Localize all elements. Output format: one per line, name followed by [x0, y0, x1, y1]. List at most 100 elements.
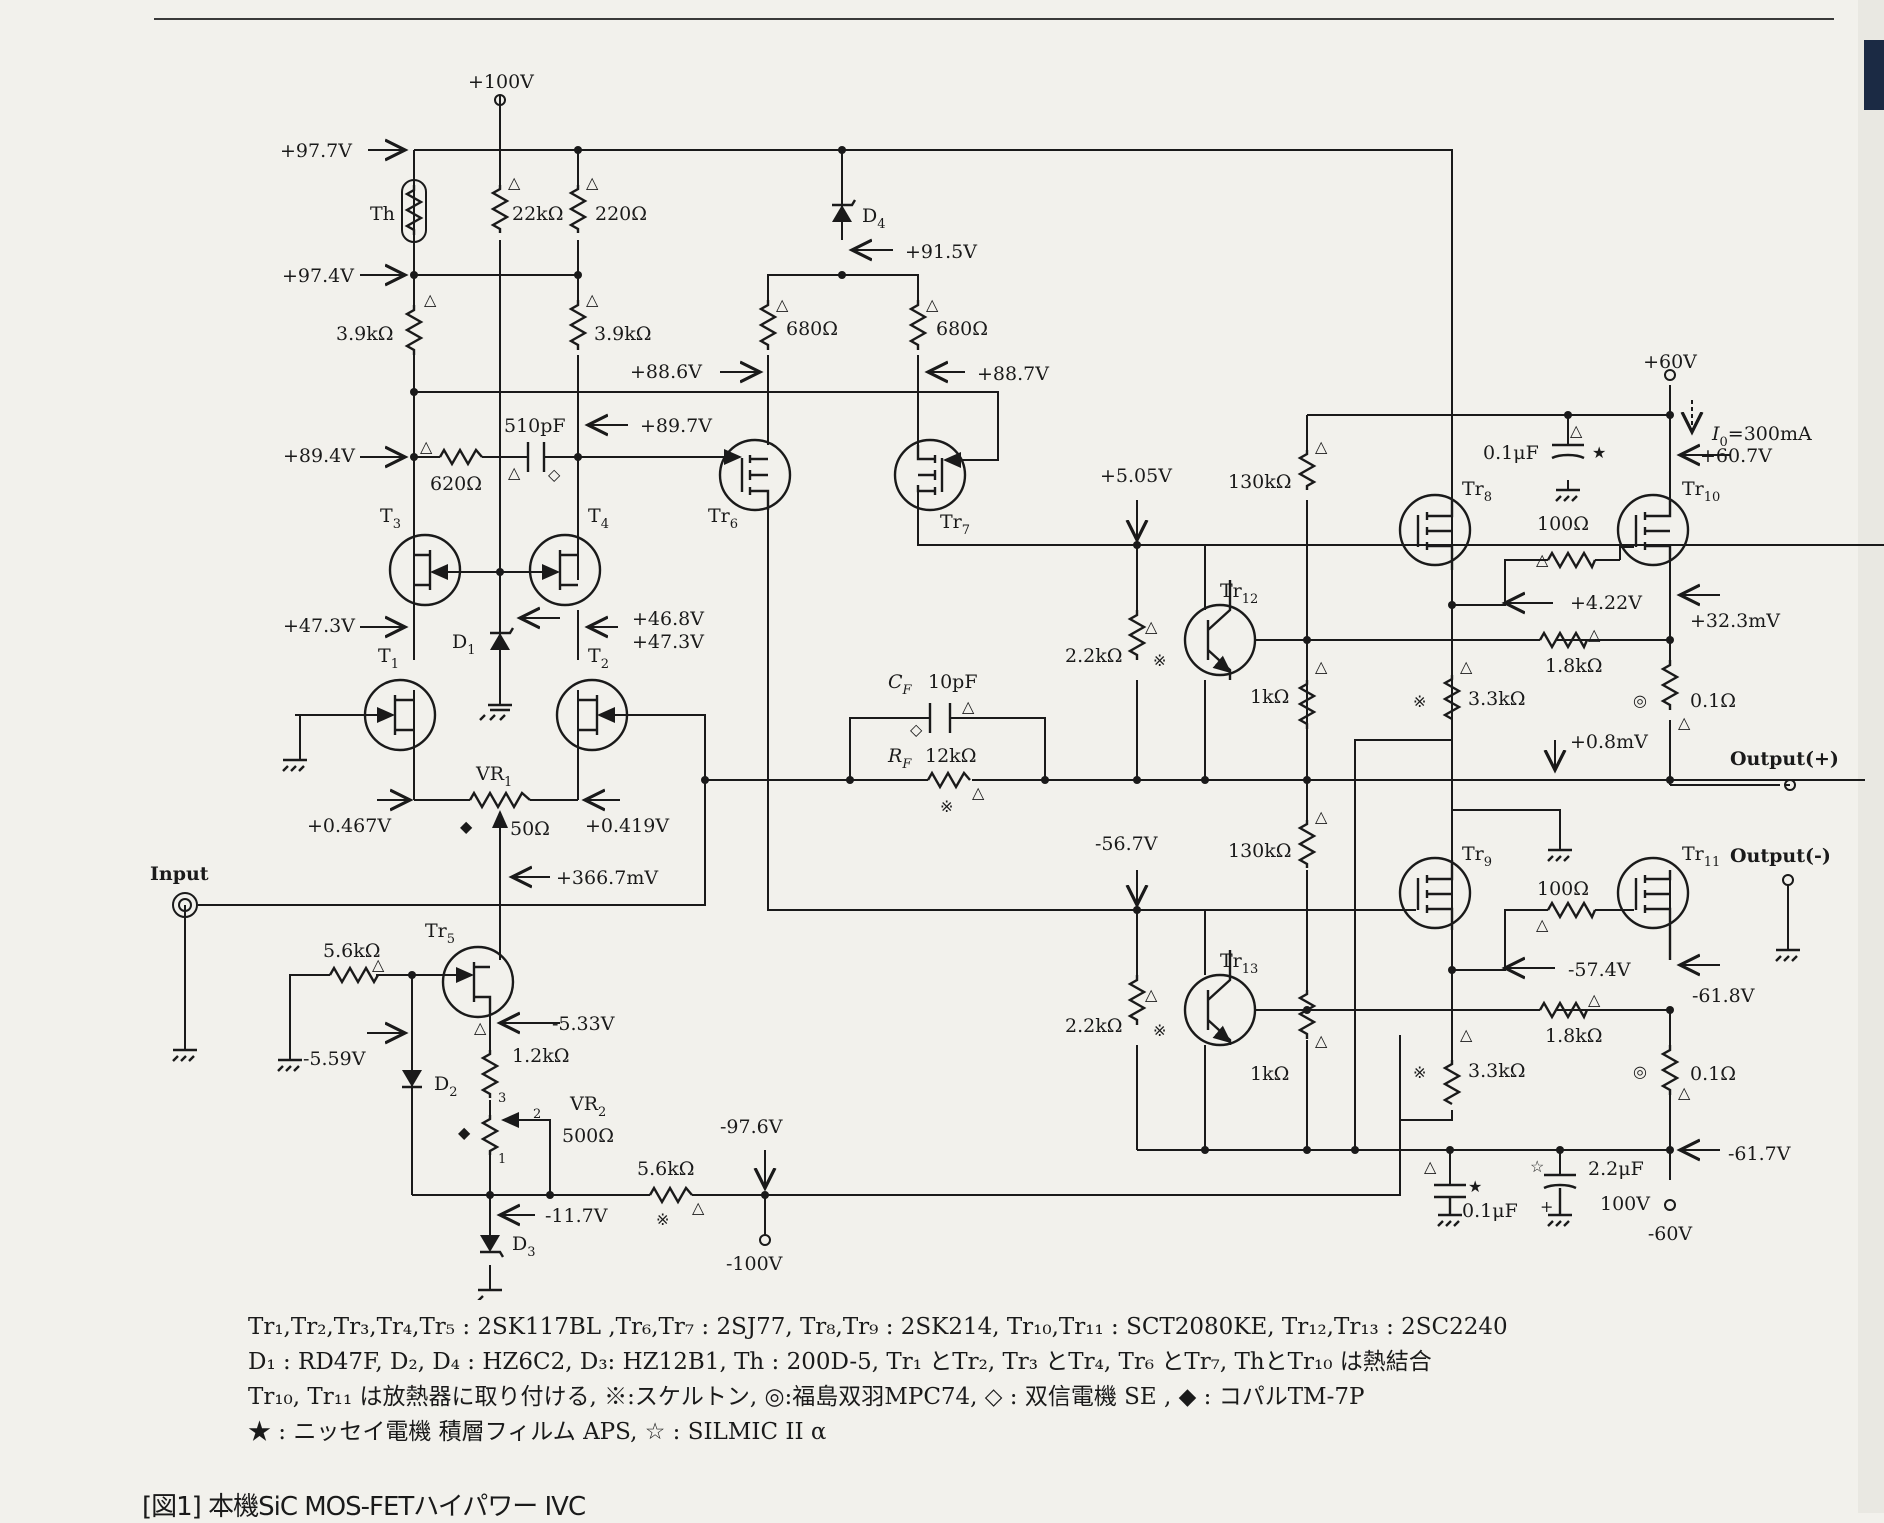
label-2u2: 2.2μF: [1588, 1158, 1644, 1180]
mark-tri: △: [424, 290, 437, 309]
mark-tri: △: [926, 295, 939, 314]
junction-dots: [408, 146, 1674, 1199]
label-vr1: VR1: [475, 763, 512, 790]
mark-tri: △: [1460, 1025, 1473, 1044]
label-220: 220Ω: [595, 203, 647, 225]
resistor-3k3-a: [1442, 675, 1462, 721]
label-3k9-right: 3.9kΩ: [594, 323, 651, 345]
label-vr1-value: 50Ω: [510, 818, 550, 840]
wiring: [184, 95, 1884, 1290]
label-620: 620Ω: [430, 473, 482, 495]
mark-kome: ※: [656, 1210, 669, 1229]
resistor-1k-a: [1297, 680, 1317, 729]
label-v468: +46.8V: [632, 608, 704, 630]
label-5k6-b: 5.6kΩ: [637, 1158, 694, 1180]
resistor-22k: [490, 185, 510, 233]
mark-tri: △: [1588, 625, 1601, 644]
label-t3: T3: [380, 505, 401, 532]
label-d1: D1: [452, 631, 476, 658]
label-th: Th: [370, 203, 395, 225]
label-t4: T4: [588, 505, 609, 532]
mark-tri: △: [1678, 713, 1691, 732]
mark-tri: △: [1315, 437, 1328, 456]
resistor-130k-a: [1297, 450, 1317, 490]
label-cf-value: 10pF: [928, 671, 978, 693]
zener-d3: [480, 1235, 505, 1258]
ground-input: [172, 1048, 197, 1062]
label-5k6-a: 5.6kΩ: [323, 940, 380, 962]
resistor-100-a: [1546, 550, 1597, 570]
label-tr10: Tr10: [1682, 478, 1720, 505]
label-vr2: VR2: [569, 1093, 606, 1120]
diodes: [402, 199, 857, 1258]
mark-tri: △: [1536, 550, 1549, 569]
parts-list-line2: D₁ : RD47F, D₂, D₄ : HZ6C2, D₃: HZ12B1, …: [248, 1349, 1432, 1375]
terminal-out-pos: [1784, 779, 1796, 791]
mark-tri: △: [1588, 990, 1601, 1009]
zener-d4: [832, 199, 857, 222]
label-output-pos: Output(+): [1730, 748, 1839, 770]
ground-c-top: [1555, 488, 1580, 502]
resistor-680-left: [758, 300, 778, 350]
mark-tri: △: [508, 173, 521, 192]
label-2k2-b: 2.2kΩ: [1065, 1015, 1122, 1037]
label-v574: -57.4V: [1568, 959, 1631, 981]
bjt-tr12: [1183, 580, 1257, 680]
edge-tab: [1864, 40, 1884, 110]
resistor-3k9-left: [404, 305, 424, 355]
label-v08: +0.8mV: [1570, 731, 1648, 753]
mark-black-diamond: ◆: [460, 817, 473, 836]
ground-c22: [1547, 1213, 1572, 1227]
label-3k3-a: 3.3kΩ: [1468, 688, 1525, 710]
mosfet-tr8: [1395, 493, 1472, 570]
mark-double-circle: ◎: [1633, 1062, 1647, 1081]
label-v617: -61.7V: [1728, 1143, 1791, 1165]
terminal-out-neg: [1782, 874, 1794, 886]
circuit-schematic: +100V +97.7V +97.4V Th 22kΩ 220Ω 3.9kΩ 3…: [150, 71, 1884, 1300]
label-minus976: -97.6V: [720, 1116, 783, 1138]
ground-tr5: [277, 1058, 302, 1072]
terminal-plus100: [494, 94, 506, 106]
mark-tri: △: [1315, 807, 1328, 826]
top-rule: [154, 18, 1834, 20]
label-22k: 22kΩ: [512, 203, 563, 225]
mark-tri: △: [1460, 657, 1473, 676]
parts-list-line1: Tr₁,Tr₂,Tr₃,Tr₄,Tr₅ : 2SK117BL ,Tr₆,Tr₇ …: [248, 1314, 1508, 1340]
label-d2: D2: [434, 1073, 458, 1100]
jfet-t4: [528, 533, 602, 607]
label-v894: +89.4V: [283, 445, 355, 467]
label-plus100: +100V: [468, 71, 534, 93]
vr1-track: [468, 790, 531, 810]
mark-black-diamond: ◆: [458, 1123, 471, 1142]
label-pin1: 1: [498, 1152, 506, 1167]
transistors: [363, 438, 1690, 1047]
label-3k9-left: 3.9kΩ: [336, 323, 393, 345]
cap-cf: [928, 703, 952, 733]
mark-diamond: ◇: [910, 720, 923, 739]
label-minus60: -60V: [1648, 1223, 1693, 1245]
resistor-1k8-b: [1538, 1000, 1589, 1020]
resistor-2k2-b: [1127, 975, 1147, 1025]
label-pin2: 2: [533, 1107, 541, 1122]
label-1k8-b: 1.8kΩ: [1545, 1025, 1602, 1047]
resistor-0r1-a: [1660, 660, 1680, 710]
resistor-2k2-a: [1127, 610, 1147, 660]
label-v0419: +0.419V: [585, 815, 669, 837]
label-v567: -56.7V: [1095, 833, 1158, 855]
capacitors: [526, 442, 1585, 1215]
label-3k3-b: 3.3kΩ: [1468, 1060, 1525, 1082]
label-v559: -5.59V: [303, 1048, 366, 1070]
mark-tri: △: [474, 1018, 487, 1037]
vr2-track: [480, 1115, 500, 1155]
cap-0u1-bottom: [1434, 1183, 1466, 1215]
resistor-1k2: [480, 1050, 500, 1098]
mosfet-tr9: [1395, 856, 1472, 930]
cap-2u2: [1543, 1173, 1577, 1215]
mark-kome: ※: [1413, 692, 1426, 711]
label-1k-b: 1kΩ: [1250, 1063, 1289, 1085]
mark-tri: △: [372, 955, 385, 974]
labels: +100V +97.7V +97.4V Th 22kΩ 220Ω 3.9kΩ 3…: [150, 71, 1839, 1275]
label-v607: +60.7V: [1700, 445, 1772, 467]
mark-tri: △: [1145, 617, 1158, 636]
mark-plus: +: [1540, 1197, 1553, 1216]
